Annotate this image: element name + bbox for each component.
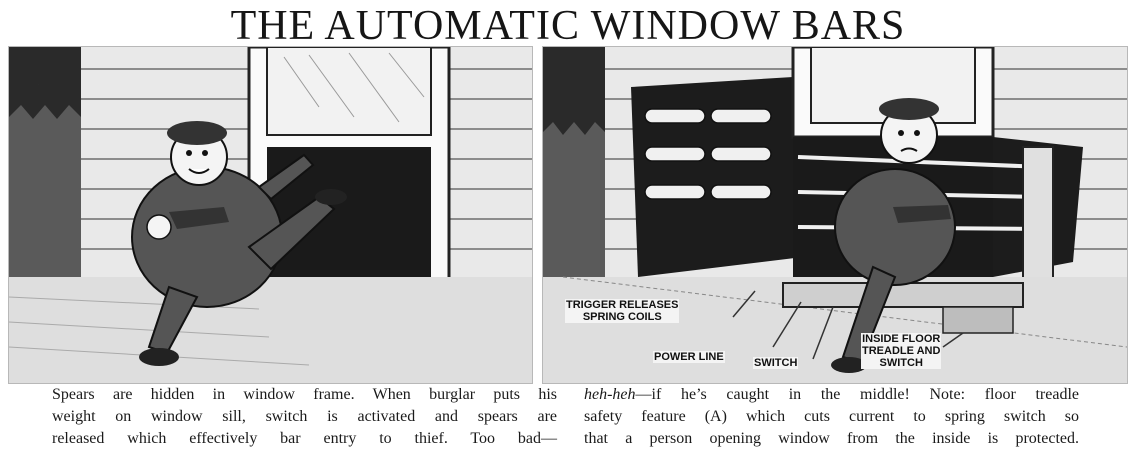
callout-trigger: TRIGGER RELEASES SPRING COILS [565,299,680,323]
burglar-entering-illustration [9,47,532,383]
callout-treadle-line: SWITCH [879,357,923,369]
burglar-figure [131,121,347,366]
caption-emphasis: heh-heh [584,386,636,403]
spring-coils [644,108,772,200]
revolver-icon [893,205,951,223]
caption-line: weight on window sill, switch is activat… [52,408,557,425]
page-title: THE AUTOMATIC WINDOW BARS [230,3,906,49]
floor-treadle [942,306,1014,334]
caption-line: released which effectively bar entry to … [52,430,557,447]
callout-trigger-line: TRIGGER RELEASES [566,299,679,311]
revolver-icon [169,207,229,229]
caption-line: Spears are hidden in window frame. When … [52,386,557,403]
caption-right: heh-heh—if he’s caught in the middle! No… [584,384,1079,450]
caption-line: safety feature (A) which cuts current to… [584,408,1079,425]
caption-left: Spears are hidden in window frame. When … [52,384,557,450]
callout-trigger-line: SPRING COILS [582,311,662,323]
caption-line-text: —if he’s caught in the middle! Note: flo… [635,386,1079,403]
callout-treadle: INSIDE FLOOR TREADLE AND SWITCH [861,333,942,369]
burglar-figure [831,98,956,373]
illustration-left-panel [8,46,533,384]
caption-line: that a person opening window from the in… [584,430,1079,447]
callout-switch: SWITCH [753,357,799,369]
callout-power-line: POWER LINE [653,351,725,363]
caption-line: heh-heh—if he’s caught in the middle! No… [584,384,1079,406]
callout-treadle-line: INSIDE FLOOR [862,333,941,345]
burglar-trapped-illustration [543,47,1127,383]
callout-treadle-line: TREADLE AND [862,345,941,357]
illustration-right-panel: TRIGGER RELEASES SPRING COILS POWER LINE… [542,46,1128,384]
